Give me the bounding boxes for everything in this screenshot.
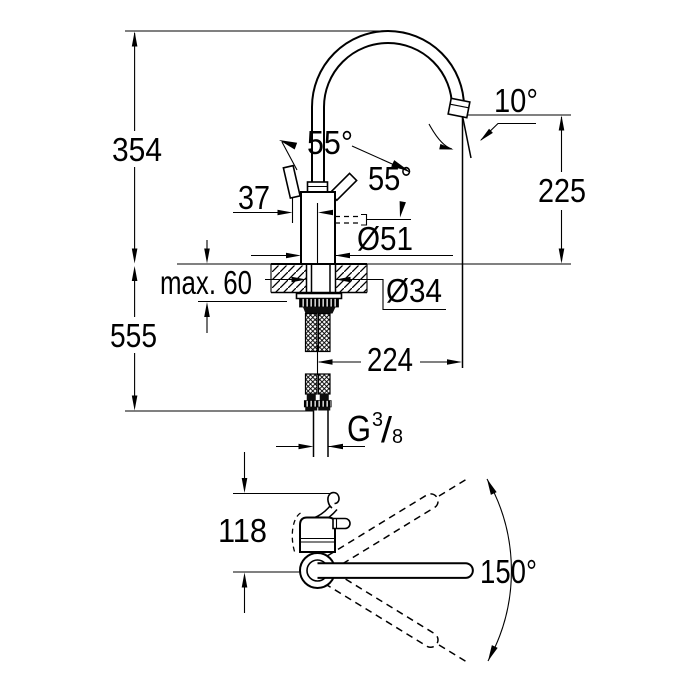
arrowheads [131,31,565,661]
thread-numerator: 3 [372,409,383,431]
water-stream-lines [461,115,472,368]
angle-55-spray-label: 55° [368,160,412,197]
plan-view [291,478,512,663]
hidden-body-outline [291,512,301,552]
dim-354-label: 354 [112,131,162,168]
swivel-arc [486,478,512,662]
thread-g38-label: G 3 / 8 [347,408,403,450]
spray-nozzle-plan [332,517,351,530]
cartridge-cap [306,181,329,193]
thread-letter: G [347,408,371,449]
counter-deck [270,263,368,294]
angle-10-label: 10° [494,82,538,119]
thread-denominator: 8 [392,426,403,448]
angle-150-label: 150° [480,553,537,590]
supply-hose-right [316,312,332,411]
dia-34-label: Ø34 [386,272,442,309]
handle-left-position [282,164,302,200]
thread-pipe [312,410,329,457]
mounting-hardware [295,292,343,314]
angle-55-handle-label: 55° [307,124,353,161]
faucet-body [300,191,336,265]
dimension-labels: 354 555 37 max. 60 55° 55° 10° 225 Ø51 Ø… [110,82,586,590]
spout-swivel-upper-position [317,478,467,576]
dim-225-label: 225 [538,172,586,209]
supply-hose-left [303,312,319,411]
dim-224-label: 224 [367,341,413,378]
dim-555-label: 555 [110,317,157,354]
handle-tip-hook [327,491,340,509]
dim-37-label: 37 [238,179,270,216]
spout-swivel-lower-position [317,565,467,663]
spout-plan [317,562,474,579]
spout-arc [311,30,471,182]
max-60-label: max. 60 [160,264,252,301]
body-plan [299,516,336,553]
aerator-tip [447,97,471,119]
dim-118-label: 118 [218,512,267,549]
dia-51-label: Ø51 [357,220,413,257]
thread-slash: / [381,409,392,450]
